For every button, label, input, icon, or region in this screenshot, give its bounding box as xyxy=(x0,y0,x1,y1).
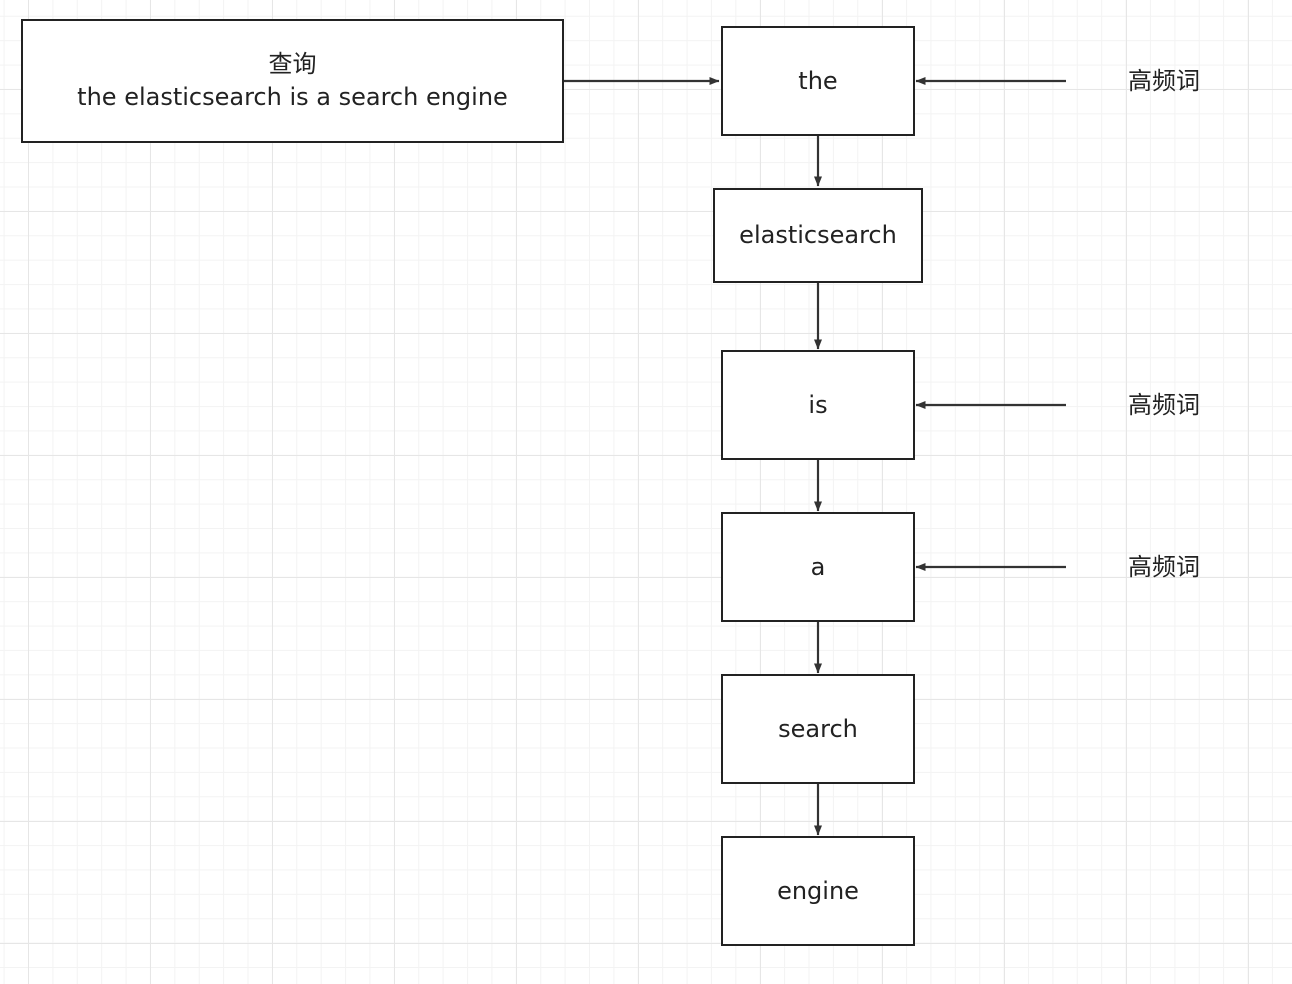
token-label-the: the xyxy=(798,66,838,95)
high-frequency-label-a: 高频词 xyxy=(1128,553,1200,581)
token-box-a[interactable]: a xyxy=(721,512,915,622)
token-label-engine: engine xyxy=(777,876,859,905)
query-title: 查询 xyxy=(268,50,317,78)
token-label-search: search xyxy=(778,714,858,743)
high-frequency-label-the: 高频词 xyxy=(1128,67,1200,95)
token-box-the[interactable]: the xyxy=(721,26,915,136)
query-box[interactable]: 查询 the elasticsearch is a search engine xyxy=(21,19,564,143)
token-box-is[interactable]: is xyxy=(721,350,915,460)
token-box-search[interactable]: search xyxy=(721,674,915,784)
token-label-a: a xyxy=(810,552,826,581)
token-label-is: is xyxy=(808,390,828,419)
query-text: the elasticsearch is a search engine xyxy=(77,83,508,111)
token-box-engine[interactable]: engine xyxy=(721,836,915,946)
token-box-elasticsearch[interactable]: elasticsearch xyxy=(713,188,923,283)
token-label-elasticsearch: elasticsearch xyxy=(739,221,897,249)
high-frequency-label-is: 高频词 xyxy=(1128,391,1200,419)
